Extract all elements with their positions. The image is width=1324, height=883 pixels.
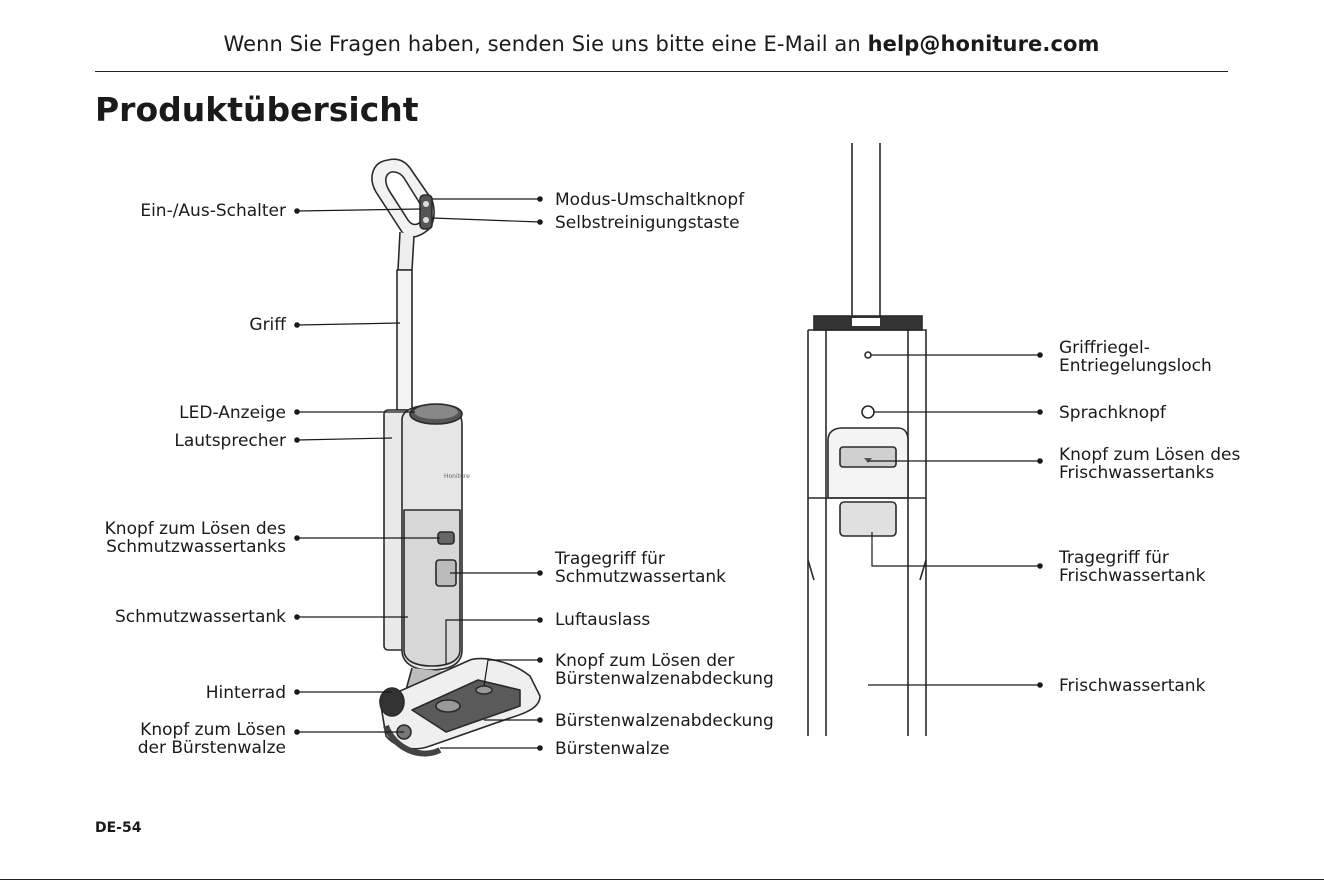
label-dirty-tank-release: Knopf zum Lösen des Schmutzwassertanks (105, 520, 286, 556)
contact-email[interactable]: help@honiture.com (867, 32, 1100, 56)
label-brush: Bürstenwalze (555, 739, 670, 759)
page-number: DE-54 (95, 820, 142, 836)
label-dirty-tank: Schmutzwassertank (114, 607, 286, 627)
label-line: Knopf zum Lösen (140, 720, 286, 740)
label-line: Frischwassertanks (1059, 463, 1215, 483)
closeup-body (807, 329, 927, 736)
label-line: Schmutzwassertanks (106, 537, 286, 557)
label-line: Knopf zum Lösen des (104, 519, 286, 539)
page-title: Produktübersicht (95, 90, 419, 129)
label-power-switch: Ein-/Aus-Schalter (140, 201, 286, 221)
label-line: Schmutzwassertank (555, 567, 727, 587)
label-mode-button: Modus-Umschaltknopf (555, 190, 745, 210)
handle-shaft (396, 269, 413, 411)
label-handle: Griff (249, 315, 286, 335)
label-line: Knopf zum Lösen der (555, 651, 735, 671)
label-fresh-tank: Frischwassertank (1059, 676, 1206, 696)
handle-buttons (419, 194, 433, 230)
label-line: Knopf zum Lösen des (1059, 445, 1241, 465)
left-leader-lines (294, 196, 543, 751)
label-line: Tragegriff für (1059, 548, 1169, 568)
tank-release-button (437, 531, 455, 545)
label-line: der Bürstenwalze (137, 738, 286, 758)
label-latch-hole: Griffriegel- Entriegelungsloch (1059, 339, 1212, 375)
label-led: LED-Anzeige (179, 403, 286, 423)
label-speaker: Lautsprecher (174, 431, 286, 451)
closeup-carry-handle (839, 501, 897, 537)
label-fresh-tank-release: Knopf zum Lösen des Frischwassertanks (1059, 446, 1240, 482)
label-rear-wheel: Hinterrad (205, 683, 286, 703)
rear-wheel (379, 687, 405, 717)
label-dirty-tank-handle: Tragegriff für Schmutzwassertank (555, 550, 726, 586)
label-fresh-tank-handle: Tragegriff für Frischwassertank (1059, 549, 1205, 585)
vacuum-illustration: Honiture (371, 158, 541, 757)
label-line: Entriegelungsloch (1059, 356, 1212, 376)
header-divider (95, 71, 1228, 72)
label-air-outlet: Luftauslass (555, 610, 651, 630)
tank-closeup-illustration (807, 143, 927, 736)
right-leader-lines (868, 352, 1043, 688)
label-line: Griffriegel- (1059, 338, 1150, 358)
contact-intro: Wenn Sie Fragen haben, senden Sie uns bi… (223, 32, 861, 56)
contact-header: Wenn Sie Fragen haben, senden Sie uns bi… (95, 32, 1228, 56)
label-line: Bürstenwalzenabdeckung (555, 669, 774, 689)
label-self-clean-button: Selbstreinigungstaste (555, 213, 740, 233)
label-brush-cover-release: Knopf zum Lösen der Bürstenwalzenabdecku… (555, 652, 774, 688)
svg-text:Honiture: Honiture (444, 473, 470, 480)
label-voice-button: Sprachknopf (1059, 403, 1166, 423)
label-brush-cover: Bürstenwalzenabdeckung (555, 711, 774, 731)
label-line: Tragegriff für (555, 549, 665, 569)
label-brush-release: Knopf zum Lösen der Bürstenwalze (138, 721, 286, 757)
footer-divider (0, 879, 1324, 880)
label-line: Frischwassertank (1059, 566, 1206, 586)
